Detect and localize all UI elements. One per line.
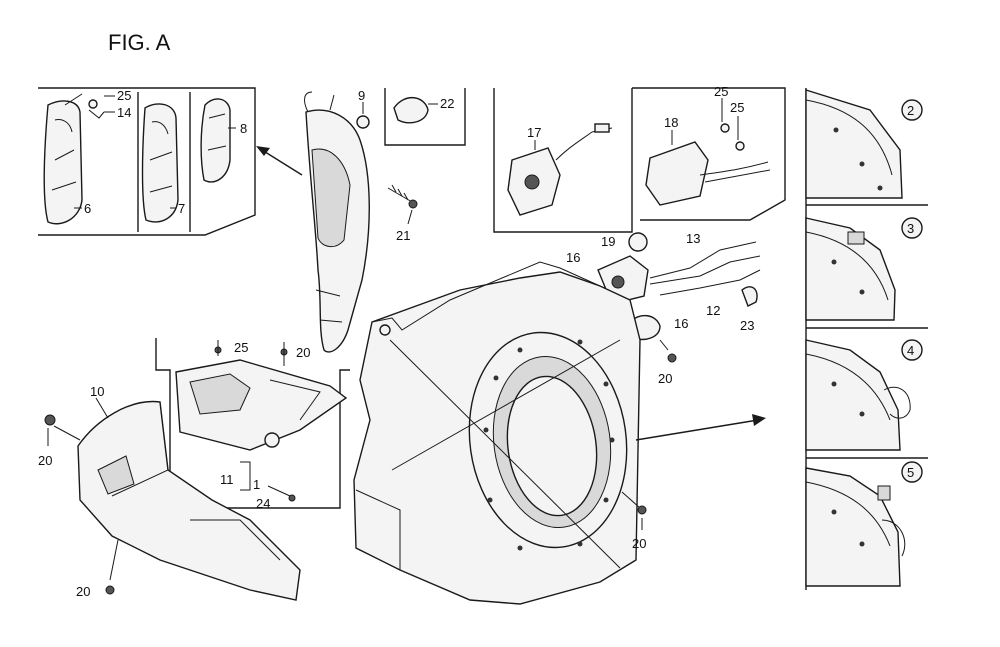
- variant-label-2: 2: [907, 103, 914, 118]
- callout-20: 20: [658, 371, 672, 386]
- arrow-to-inset: [256, 146, 303, 176]
- callout-20: 20: [632, 536, 646, 551]
- callout-6: 6: [84, 201, 91, 216]
- callout-19: 19: [601, 234, 615, 249]
- inset-shroud-covers: 25 14 8 6 7: [38, 87, 256, 236]
- variant-5: 5: [805, 461, 923, 587]
- callout-25: 25: [234, 340, 248, 355]
- fan-shroud-housing: [353, 261, 641, 605]
- clip-9: 9: [356, 88, 370, 129]
- bolt-21: 21: [387, 184, 418, 243]
- variant-label-3: 3: [907, 221, 914, 236]
- callout-21: 21: [396, 228, 410, 243]
- callout-24: 24: [256, 496, 270, 511]
- callout-7: 7: [178, 201, 185, 216]
- callout-9: 9: [358, 88, 365, 103]
- cover-part-7: [141, 103, 179, 223]
- callout-10: 10: [90, 384, 104, 399]
- variant-label-5: 5: [907, 465, 914, 480]
- side-shroud-cover: [304, 91, 370, 353]
- callout-14: 14: [117, 105, 131, 120]
- callout-16: 16: [674, 316, 688, 331]
- inset-switch-17: 17: [493, 88, 633, 233]
- bolt-20-housing: 20: [621, 491, 647, 551]
- callout-20: 20: [296, 345, 310, 360]
- callout-13: 13: [686, 231, 700, 246]
- variant-4: 4: [805, 339, 923, 451]
- variant-2: 2: [805, 89, 923, 199]
- callout-25: 25: [714, 84, 728, 99]
- callout-20: 20: [76, 584, 90, 599]
- callout-22: 22: [440, 96, 454, 111]
- variant-3: 3: [805, 217, 923, 321]
- inset-bracket-18: 18 25 25: [632, 84, 786, 221]
- callout-1: 1: [253, 477, 260, 492]
- cover-part-6: [43, 100, 83, 225]
- callout-12: 12: [706, 303, 720, 318]
- figure-title: FIG. A: [108, 30, 171, 55]
- callout-25: 25: [730, 100, 744, 115]
- callout-18: 18: [664, 115, 678, 130]
- variant-panel: 2 3 4 5: [805, 88, 928, 590]
- variant-label-4: 4: [907, 343, 914, 358]
- callout-23: 23: [740, 318, 754, 333]
- arrow-to-variants: [635, 414, 766, 441]
- callout-17: 17: [527, 125, 541, 140]
- cover-part-8: [200, 98, 231, 183]
- callout-16: 16: [566, 250, 580, 265]
- callout-8: 8: [240, 121, 247, 136]
- callout-20: 20: [38, 453, 52, 468]
- inset-clip-22: 22: [384, 88, 466, 146]
- callout-11: 11: [220, 472, 234, 487]
- callout-25: 25: [117, 88, 131, 103]
- lower-cover-10: 10 20 20: [38, 384, 301, 601]
- inset-bracket-assembly: 25 20 11 1 24: [155, 338, 350, 511]
